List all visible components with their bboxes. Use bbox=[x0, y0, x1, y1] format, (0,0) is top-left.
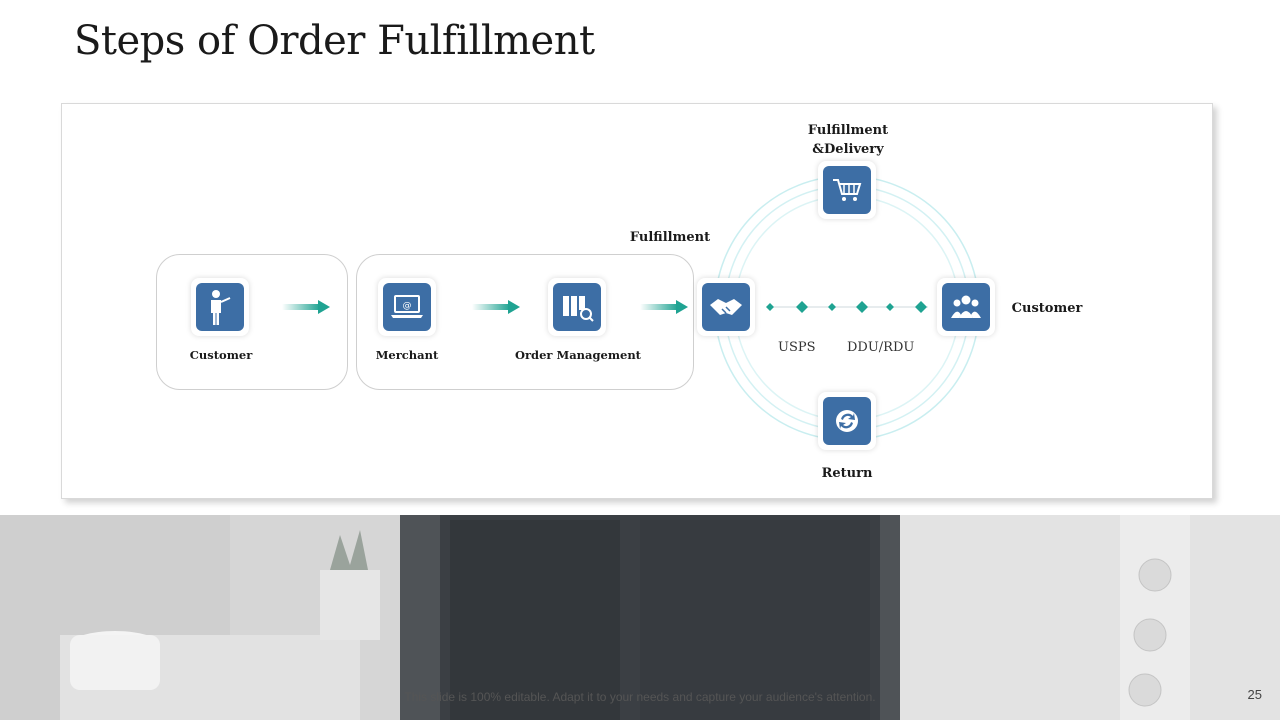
background-photo bbox=[0, 515, 1280, 720]
arrow-merchant-to-order bbox=[472, 300, 520, 314]
customer-left-label: Customer bbox=[189, 348, 253, 362]
arrow-order-to-fulfillment bbox=[640, 300, 688, 314]
arrow-customer-to-merchant bbox=[282, 300, 330, 314]
fulfillment-delivery-label: Fulfillment &Delivery bbox=[786, 121, 910, 159]
users-group-icon bbox=[951, 295, 981, 318]
laptop-email-icon: @ bbox=[391, 295, 423, 318]
handshake-icon bbox=[710, 299, 742, 315]
carrier-ddu-rdu-label: DDU/RDU bbox=[847, 340, 915, 355]
svg-text:@: @ bbox=[403, 301, 412, 311]
carrier-usps-label: USPS bbox=[778, 340, 816, 355]
desk-laptop-image bbox=[0, 515, 1280, 720]
return-label: Return bbox=[821, 466, 873, 481]
fulfillment-delivery-icon-tile bbox=[818, 161, 876, 219]
fulfillment-label: Fulfillment bbox=[629, 230, 711, 245]
person-presenting-icon bbox=[211, 290, 231, 325]
fulfillment-delivery-label-line2: &Delivery bbox=[812, 142, 884, 157]
slide-footer-note: This slide is 100% editable. Adapt it to… bbox=[404, 690, 876, 704]
customer-right-icon-tile bbox=[937, 278, 995, 336]
refresh-cycle-icon bbox=[836, 410, 858, 432]
order-management-icon-tile bbox=[548, 278, 606, 336]
delivery-route-diamonds bbox=[766, 301, 928, 313]
merchant-icon-tile: @ bbox=[378, 278, 436, 336]
customer-icon-tile bbox=[191, 278, 249, 336]
page-number: 25 bbox=[1247, 687, 1262, 702]
slide-title: Steps of Order Fulfillment bbox=[74, 18, 595, 64]
binders-search-icon bbox=[563, 296, 594, 322]
diagram-panel: Customer @ Merchant Order Management bbox=[61, 103, 1213, 499]
fulfillment-icon-tile bbox=[697, 278, 755, 336]
customer-right-label: Customer bbox=[1011, 301, 1083, 316]
order-management-label: Order Management bbox=[514, 348, 641, 362]
shopping-cart-icon bbox=[833, 179, 862, 201]
fulfillment-delivery-label-line1: Fulfillment bbox=[807, 123, 889, 138]
return-icon-tile bbox=[818, 392, 876, 450]
merchant-label: Merchant bbox=[375, 348, 439, 362]
customer-group bbox=[156, 254, 348, 390]
